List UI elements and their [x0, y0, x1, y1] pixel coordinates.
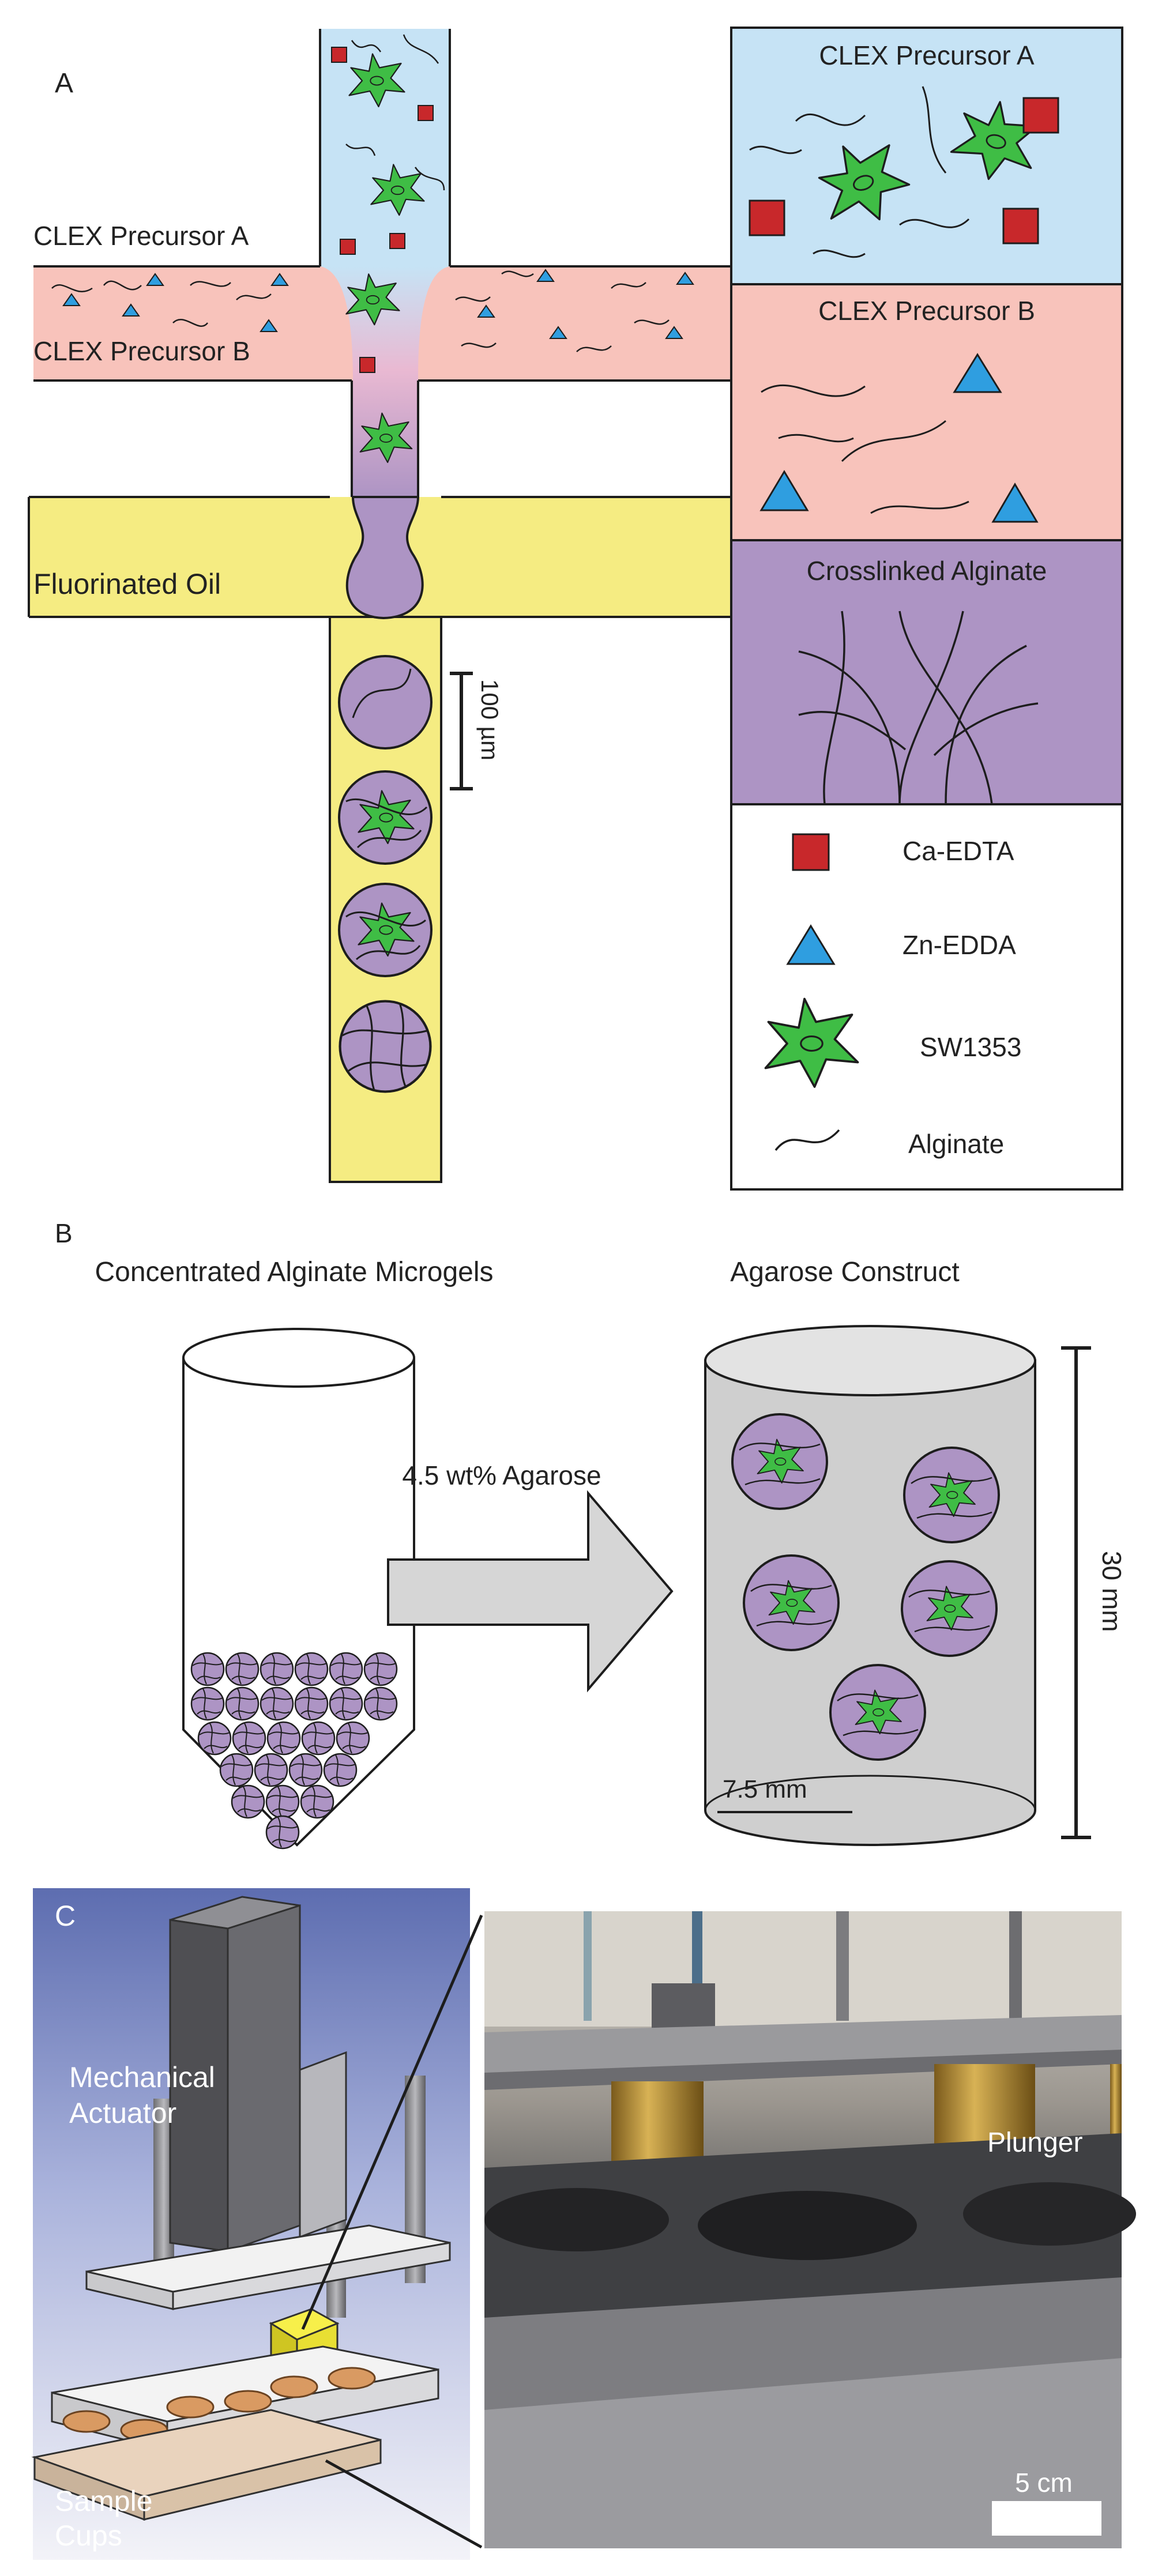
- microgel: [254, 1753, 288, 1787]
- oil-label: Fluorinated Oil: [33, 568, 221, 600]
- droplet-cell-2: [338, 883, 433, 977]
- precursor-a-label: CLEX Precursor A: [33, 221, 249, 251]
- legend-item-alginate: Alginate: [908, 1129, 1004, 1159]
- plunger-label: Plunger: [987, 2127, 1082, 2158]
- precursor-b-label: CLEX Precursor B: [33, 336, 250, 366]
- panel-a-label: A: [55, 68, 73, 99]
- scale-bar-5cm: [992, 2501, 1101, 2536]
- microgel: [260, 1652, 294, 1686]
- microgel: [323, 1753, 358, 1787]
- microgel: [232, 1721, 266, 1756]
- blue-triangle-icon: [786, 924, 836, 965]
- panel-b: B Concentrated Alginate Microgels Agaros…: [55, 1218, 1127, 1850]
- microgel: [265, 1784, 300, 1819]
- microgel: [301, 1721, 336, 1756]
- arrow-label: 4.5 wt% Agarose: [402, 1460, 601, 1490]
- legend-item-zn-edda: Zn-EDDA: [902, 930, 1016, 960]
- microgel: [219, 1753, 254, 1787]
- microgel: [265, 1815, 300, 1850]
- microgel: [288, 1753, 323, 1787]
- legend-item-sw1353: SW1353: [920, 1032, 1021, 1062]
- red-square-icon: [792, 833, 830, 871]
- microgel: [197, 1721, 232, 1756]
- microgel: [225, 1686, 260, 1721]
- scale-5cm-label: 5 cm: [1015, 2468, 1073, 2498]
- legend-item-ca-edta: Ca-EDTA: [902, 836, 1014, 866]
- legend-precursor-a-box: [730, 27, 1123, 285]
- microgel: [294, 1686, 329, 1721]
- microgel: [190, 1686, 225, 1721]
- legend: CLEX Precursor A CLEX Precursor B Crossl…: [730, 27, 1123, 1191]
- microgel: [329, 1686, 363, 1721]
- diameter-label: 7.5 mm: [723, 1775, 807, 1803]
- embedded-microgels: [731, 1413, 1000, 1761]
- agarose-arrow: [387, 1490, 674, 1693]
- droplet-cell-1: [338, 770, 433, 865]
- legend-crosslinked-title: Crosslinked Alginate: [807, 556, 1047, 586]
- microgel: [363, 1652, 398, 1686]
- panel-c-label: C: [55, 1900, 76, 1932]
- precursor-a-inlet: [320, 29, 450, 266]
- tube-title: Concentrated Alginate Microgels: [95, 1257, 493, 1287]
- zoom-line-bottom: [325, 2459, 483, 2549]
- forming-droplet: [345, 496, 424, 620]
- microgel: [266, 1721, 301, 1756]
- legend-precursor-b-title: CLEX Precursor B: [818, 296, 1035, 326]
- microgel: [329, 1652, 363, 1686]
- droplet-web: [340, 1001, 431, 1092]
- height-label: 30 mm: [1097, 1551, 1127, 1632]
- plunger-photo: [484, 1911, 1136, 2548]
- panel-b-label: B: [55, 1218, 73, 1248]
- microgel: [231, 1784, 265, 1819]
- zoom-line-top: [301, 1915, 483, 2330]
- panel-a: A CLEX Precursor A CLEX Precursor B Fluo…: [28, 27, 1123, 1191]
- droplet-empty: [338, 655, 433, 750]
- scale-bar-100um: 100 µm: [450, 672, 503, 790]
- legend-precursor-a-title: CLEX Precursor A: [819, 40, 1035, 70]
- microgel: [190, 1652, 225, 1686]
- microgel: [363, 1686, 398, 1721]
- microgel: [260, 1686, 294, 1721]
- squiggle-icon: [774, 1129, 840, 1151]
- scale-bar-label: 100 µm: [476, 679, 503, 760]
- height-bar: [1061, 1346, 1091, 1839]
- microgel: [294, 1652, 329, 1686]
- microgel: [300, 1784, 334, 1819]
- microgel: [225, 1652, 260, 1686]
- construct-title: Agarose Construct: [730, 1257, 960, 1287]
- microgel: [336, 1721, 370, 1756]
